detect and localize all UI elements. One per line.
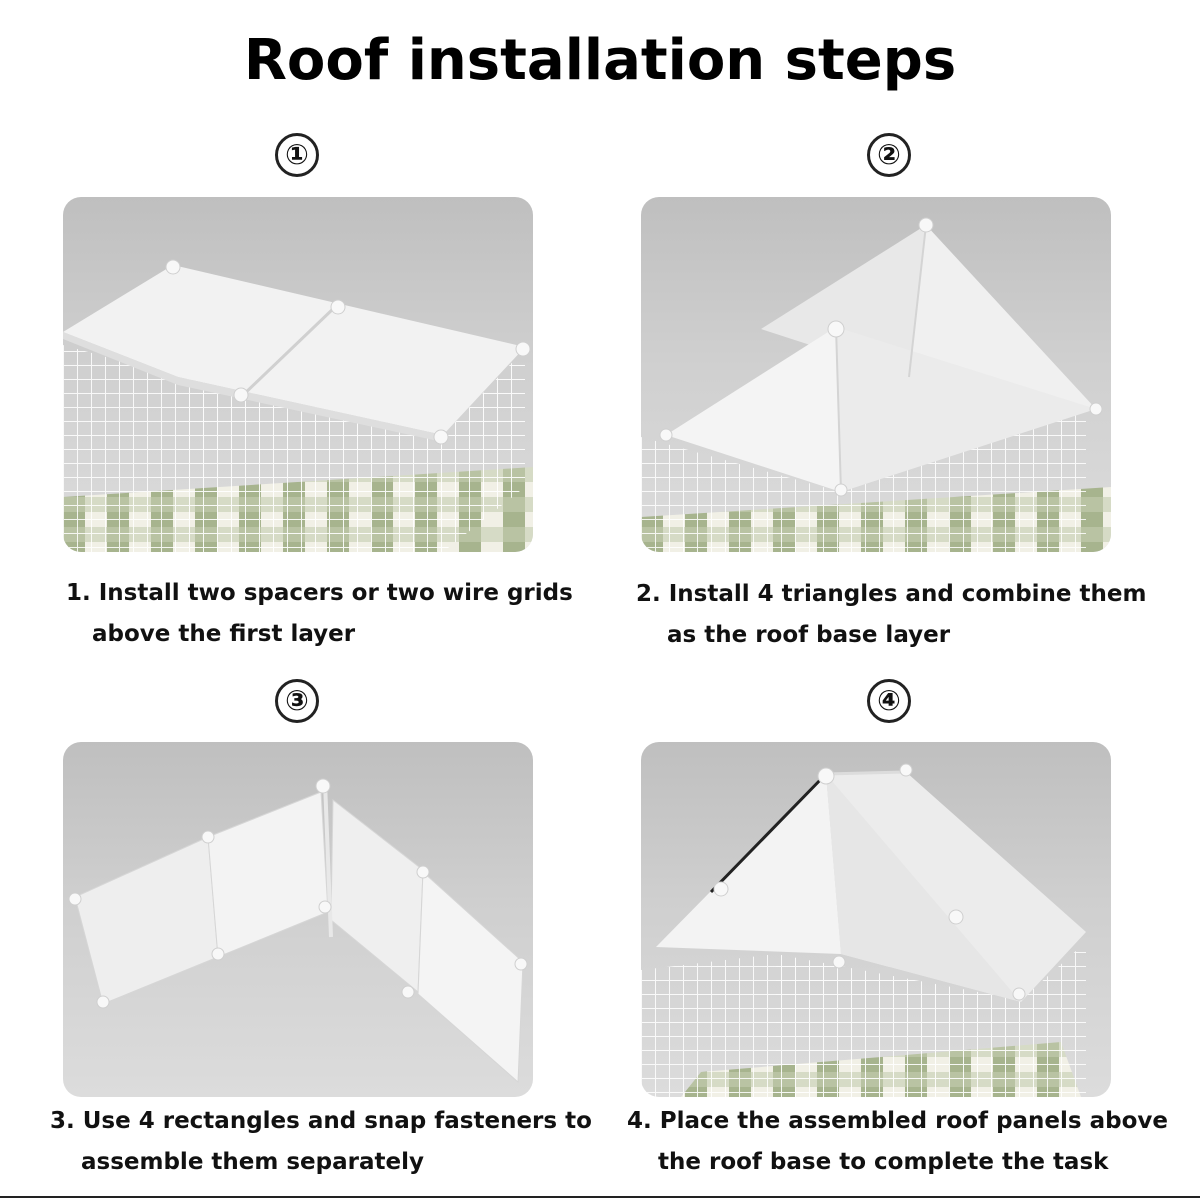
step-4-illustration bbox=[641, 763, 1086, 1097]
step-1-photo bbox=[63, 197, 533, 552]
step-3-number-badge: ③ bbox=[275, 679, 319, 723]
step-4-number-badge: ④ bbox=[867, 679, 911, 723]
step-2-caption: 2. Install 4 triangles and combine them … bbox=[636, 574, 1146, 656]
step-4-caption-line-1: 4. Place the assembled roof panels above bbox=[627, 1108, 1168, 1134]
step-1-number-badge: ① bbox=[275, 133, 319, 177]
step-3-caption-line-2: assemble them separately bbox=[81, 1149, 424, 1175]
step-1-caption-line-1: 1. Install two spacers or two wire grids bbox=[66, 580, 573, 606]
step-2-caption-line-2: as the roof base layer bbox=[667, 622, 951, 648]
page-title: Roof installation steps bbox=[243, 28, 957, 93]
step-4-photo bbox=[641, 742, 1111, 1097]
step-2-illustration bbox=[641, 217, 1111, 552]
step-3-illustration bbox=[68, 778, 528, 1084]
step-1-caption: 1. Install two spacers or two wire grids… bbox=[66, 573, 573, 655]
step-4-caption-line-2: the roof base to complete the task bbox=[658, 1149, 1109, 1175]
step-4-caption: 4. Place the assembled roof panels above… bbox=[627, 1101, 1168, 1183]
step-3-caption: 3. Use 4 rectangles and snap fasteners t… bbox=[50, 1101, 592, 1183]
step-3-photo bbox=[63, 742, 533, 1097]
step-2-number-badge: ② bbox=[867, 133, 911, 177]
bottom-divider bbox=[0, 1196, 1200, 1198]
step-1-illustration bbox=[63, 259, 533, 552]
step-3-caption-line-1: 3. Use 4 rectangles and snap fasteners t… bbox=[50, 1108, 592, 1134]
step-1-caption-line-2: above the first layer bbox=[92, 621, 356, 647]
step-2-caption-line-1: 2. Install 4 triangles and combine them bbox=[636, 581, 1147, 607]
step-2-photo bbox=[641, 197, 1111, 552]
